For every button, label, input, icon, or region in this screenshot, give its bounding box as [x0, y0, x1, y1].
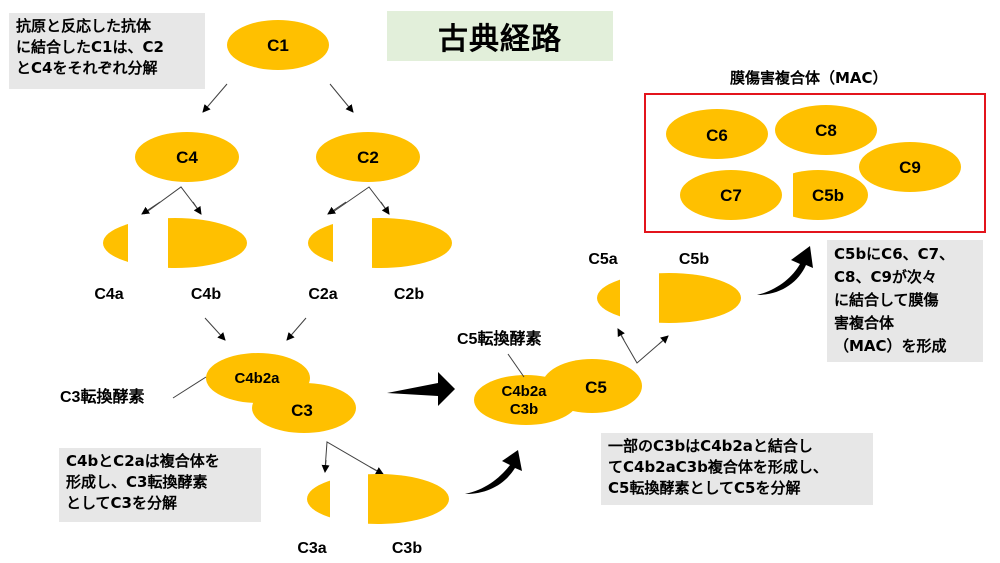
c4b2a-ellipse	[206, 353, 310, 403]
c1-label: C1	[267, 36, 289, 55]
note-c5-convertase: 一部のC3bはC4b2aと結合し てC4b2aC3b複合体を形成し、 C5転換酵…	[601, 433, 873, 505]
c4a-fragment	[103, 224, 128, 262]
arrow-c4-split	[143, 186, 201, 215]
c4b-text: C4b	[191, 286, 221, 303]
big-arrow-right	[387, 372, 455, 406]
arrow-c1-to-c2	[329, 83, 354, 113]
c1-ellipse	[227, 20, 329, 70]
c4-label: C4	[176, 148, 198, 167]
c5a-text: C5a	[588, 251, 617, 268]
c3a-text: C3a	[297, 540, 326, 557]
arrow-c1-to-c4	[202, 83, 228, 113]
mac-c6-label: C6	[706, 126, 728, 145]
arrow-c5-to-c5b	[658, 335, 669, 345]
arrow-c3-to-c3a	[321, 459, 330, 473]
c2-label: C2	[357, 148, 379, 167]
diagram-title: 古典経路	[387, 11, 613, 61]
c3b-fragment	[368, 474, 449, 524]
c5-convertase-pointer	[507, 353, 525, 378]
c2a-text: C2a	[308, 286, 337, 303]
c4b2a-c3b-label-line1: C4b2a	[501, 383, 547, 400]
arrow-c4b-to-complex	[204, 317, 226, 341]
c3-convertase-pointer	[172, 376, 207, 399]
mac-title: 膜傷害複合体（MAC）	[730, 69, 888, 87]
curved-arrow-c3b	[465, 450, 522, 494]
mac-c7-label: C7	[720, 186, 742, 205]
c3b-text: C3b	[392, 540, 422, 557]
arrow-c4-to-c4a	[141, 201, 161, 215]
mac-c8-label: C8	[815, 121, 837, 140]
c4a-text: C4a	[94, 286, 123, 303]
mac-box	[644, 93, 986, 233]
c5-label: C5	[585, 378, 607, 397]
arrow-c2a-to-complex	[286, 317, 307, 341]
c5-convertase-label: C5転換酵素	[457, 329, 541, 348]
c2a-fragment	[308, 224, 333, 262]
c5b-fragment	[659, 273, 741, 323]
c4b-fragment	[168, 218, 247, 268]
arrow-c2-split	[329, 186, 389, 215]
c4b2a-c3b-label-line2: C3b	[510, 401, 538, 418]
mac-c7-ellipse	[680, 170, 782, 220]
c4b2a-label: C4b2a	[234, 370, 280, 387]
c3a-fragment	[307, 480, 330, 518]
arrow-c5-split	[617, 329, 668, 364]
mac-c5b-ellipse	[793, 170, 868, 220]
mac-c5b-label: C5b	[812, 186, 844, 205]
mac-c9-ellipse	[859, 142, 961, 192]
c2b-fragment	[372, 218, 452, 268]
note-c1-cleavage: 抗原と反応した抗体 に結合したC1は、C2 とC4をそれぞれ分解	[9, 13, 205, 89]
note-mac-formation: C5bにC6、C7、 C8、C9が次々 に結合して膜傷 害複合体 （MAC）を形…	[827, 240, 983, 362]
c5b-text: C5b	[679, 251, 709, 268]
arrow-c5-to-c5a	[617, 328, 625, 341]
arrow-c4-to-c4b	[192, 201, 202, 215]
mac-c8-ellipse	[775, 105, 877, 155]
note-c3-convertase: C4bとC2aは複合体を 形成し、C3転換酵素 としてC3を分解	[59, 448, 261, 522]
arrow-c2-to-c2b	[380, 201, 390, 215]
c3-label: C3	[291, 401, 313, 420]
c2-ellipse	[316, 132, 420, 182]
c5a-fragment	[597, 279, 620, 317]
arrow-c3-to-c3b	[369, 466, 384, 475]
c4-ellipse	[135, 132, 239, 182]
mac-c9-label: C9	[899, 158, 921, 177]
c3-convertase-label: C3転換酵素	[60, 387, 144, 406]
curved-arrow-c5b	[757, 246, 813, 295]
c4b2a-c3b-ellipse	[474, 375, 578, 425]
arrow-c2-to-c2a	[327, 201, 347, 215]
mac-c6-ellipse	[666, 109, 768, 159]
c2b-text: C2b	[394, 286, 424, 303]
